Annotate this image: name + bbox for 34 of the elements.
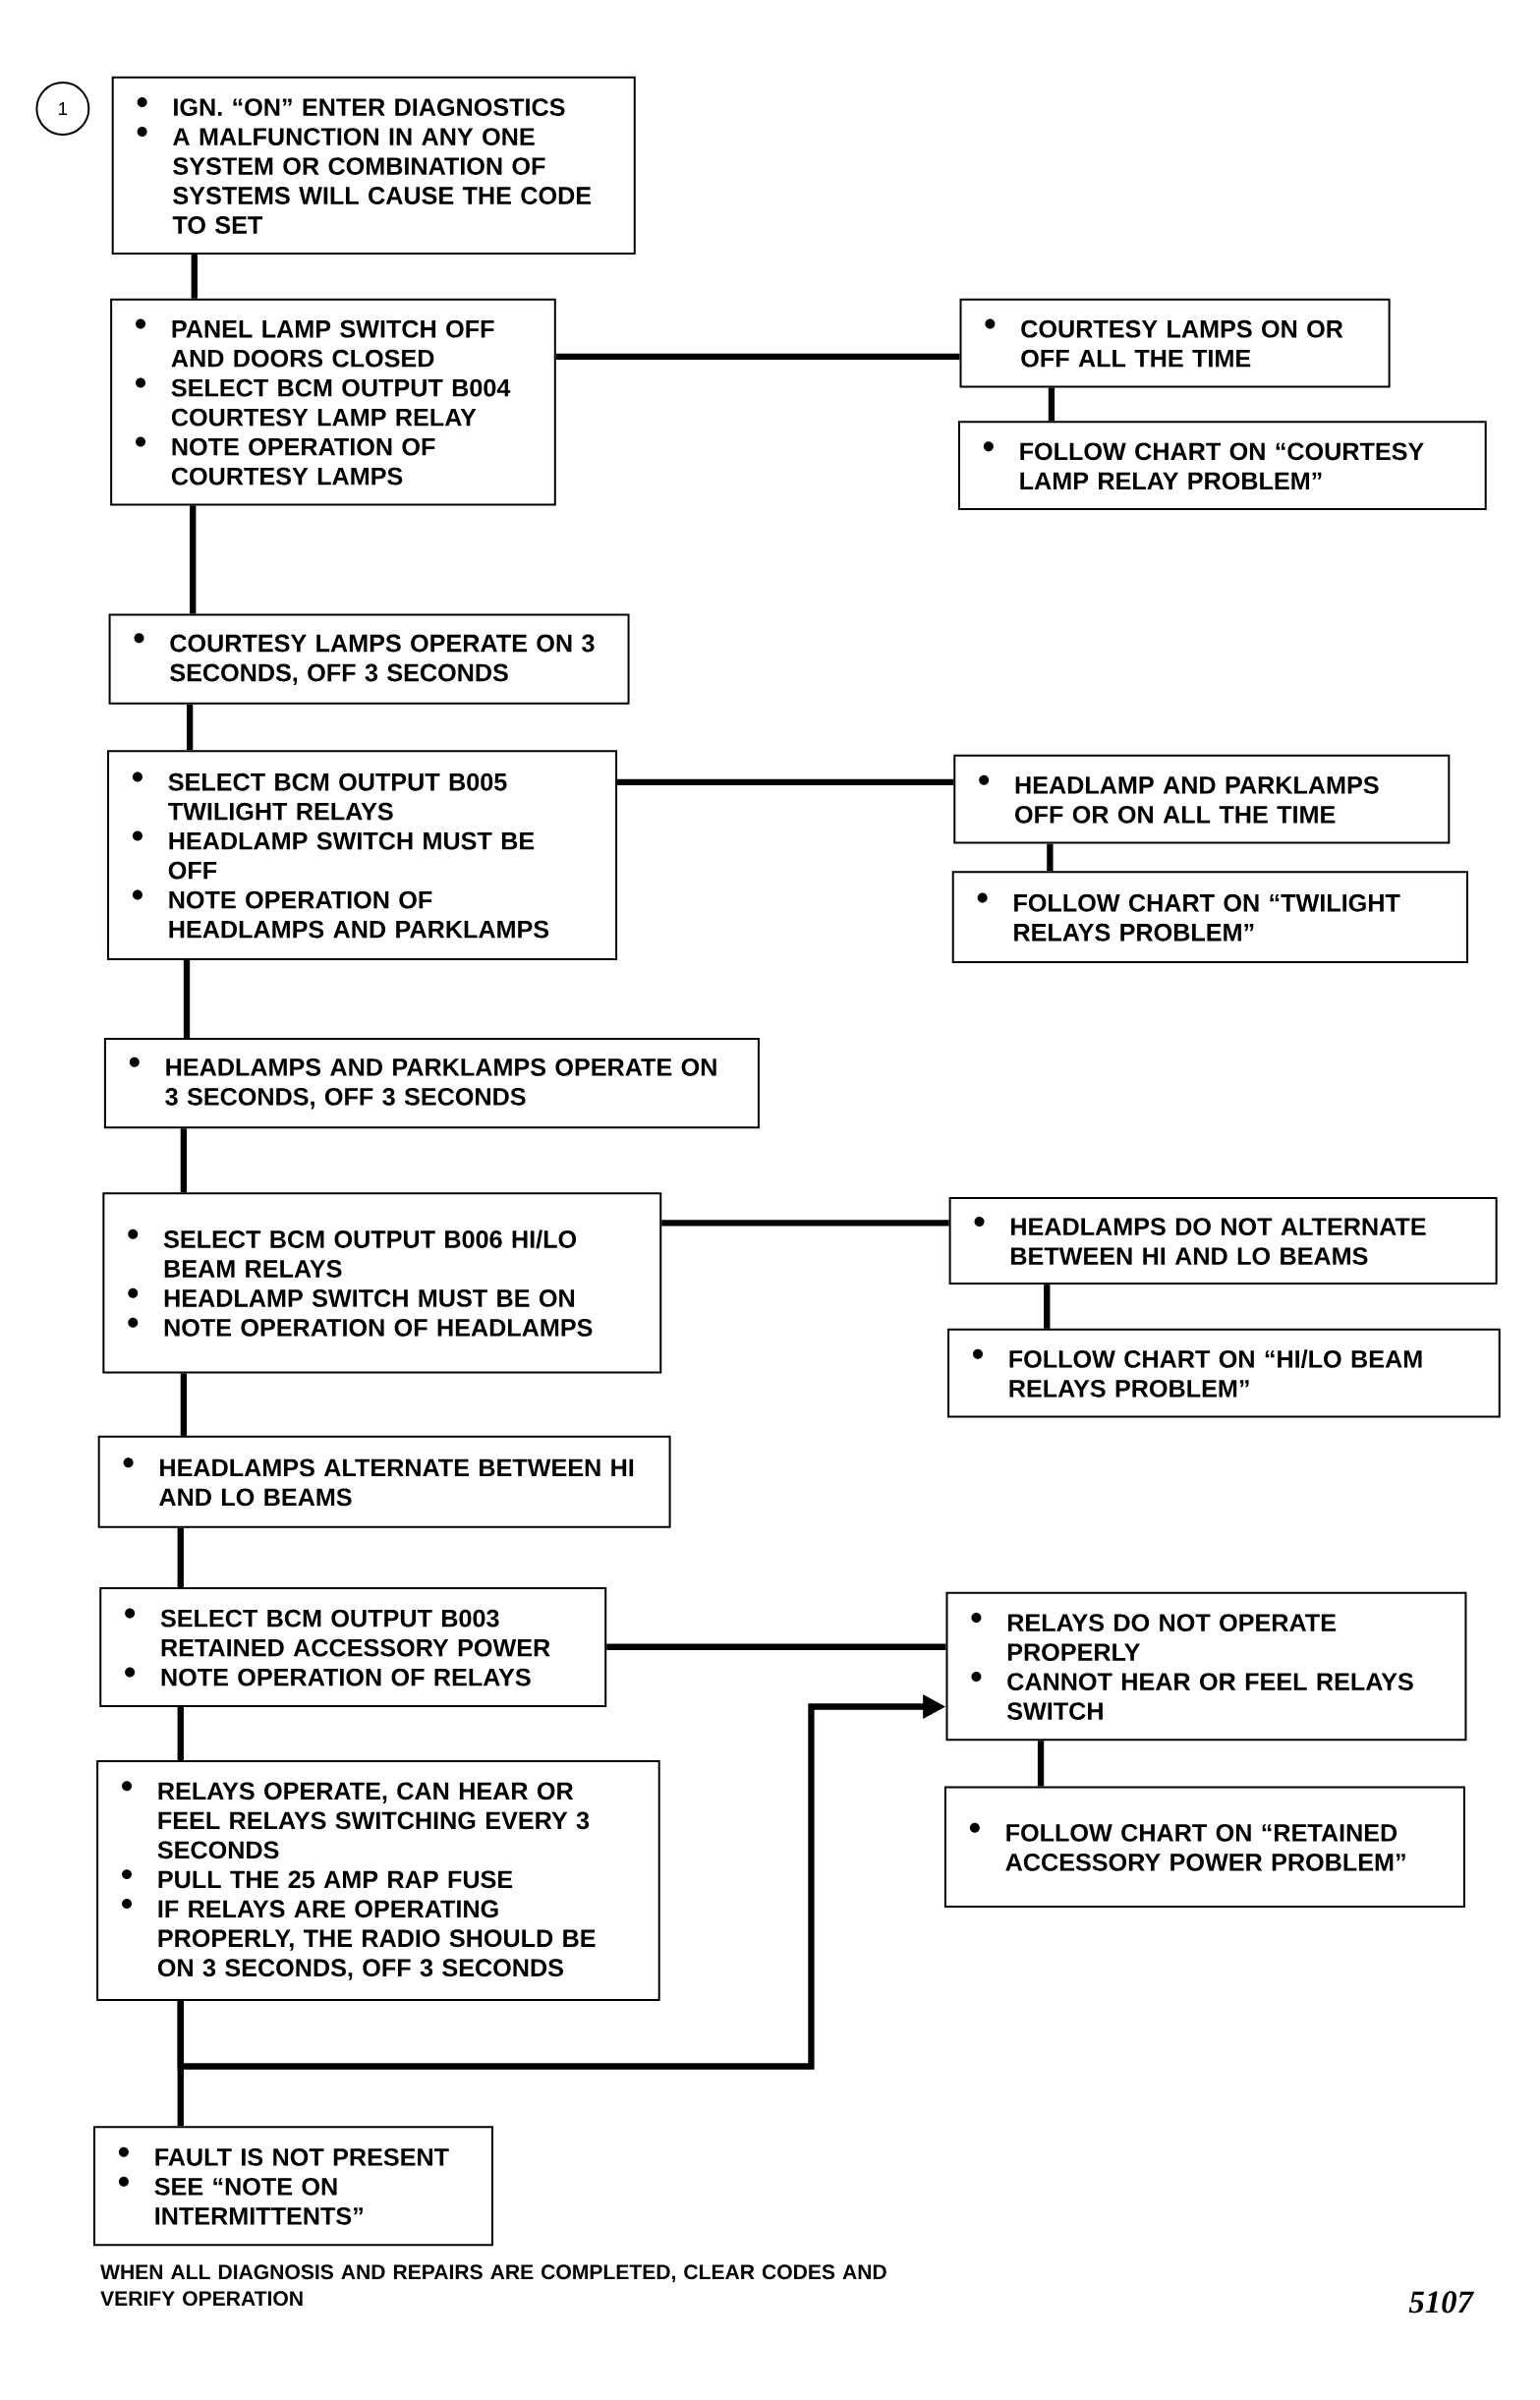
- step-box: FOLLOW CHART ON “COURTESY LAMP RELAY PROBLEM”: [958, 421, 1487, 511]
- step-box: IGN. “ON” ENTER DIAGNOSTICS A MALFUNCTION IN ANY ONE SYSTEM OR COMBINATION OF SYSTEMS WILL CAUSE THE CODE TO SET: [111, 76, 636, 255]
- connector-line: [177, 2000, 185, 2127]
- connector-line: [1047, 843, 1054, 872]
- step-box: FOLLOW CHART ON “HI/LO BEAM RELAYS PROBLEM”: [947, 1328, 1501, 1418]
- step-box: HEADLAMP AND PARKLAMPS OFF OR ON ALL THE TIME: [953, 754, 1451, 844]
- connector-line: [177, 1527, 185, 1588]
- connector-line: [606, 1643, 946, 1650]
- step-box: FAULT IS NOT PRESENT SEE “NOTE ON INTERMITTENTS”: [93, 2126, 494, 2247]
- step-box: PANEL LAMP SWITCH OFF AND DOORS CLOSED SELECT BCM OUTPUT B004 COURTESY LAMP RELAY NOTE OPERATION OF COURTESY LAMPS: [110, 298, 556, 506]
- step-box: FOLLOW CHART ON “RETAINED ACCESSORY POWER PROBLEM”: [944, 1786, 1465, 1908]
- step-box: SELECT BCM OUTPUT B003 RETAINED ACCESSORY POWER NOTE OPERATION OF RELAYS: [99, 1587, 607, 1707]
- connector-line: [661, 1220, 949, 1227]
- step-box: SELECT BCM OUTPUT B005 TWILIGHT RELAYS HEADLAMP SWITCH MUST BE OFF NOTE OPERATION OF HEADLAMPS AND PARKLAMPS: [107, 750, 618, 960]
- connector-line: [191, 254, 199, 299]
- connector-line: [187, 704, 194, 751]
- step-box: HEADLAMPS AND PARKLAMPS OPERATE ON 3 SECONDS, OFF 3 SECONDS: [104, 1037, 761, 1129]
- step-box: HEADLAMPS DO NOT ALTERNATE BETWEEN HI AND LO BEAMS: [948, 1196, 1498, 1286]
- step-box: COURTESY LAMPS OPERATE ON 3 SECONDS, OFF 3 SECONDS: [108, 613, 630, 705]
- connector-line: [1048, 387, 1055, 422]
- step-box: HEADLAMPS ALTERNATE BETWEEN HI AND LO BEAMS: [97, 1435, 671, 1528]
- connector-line: [190, 505, 197, 614]
- connector-line: [555, 353, 960, 361]
- connector-line: [177, 1706, 185, 1761]
- step-box: RELAYS OPERATE, CAN HEAR OR FEEL RELAYS SWITCHING EVERY 3 SECONDS PULL THE 25 AMP RAP FUSE IF RELAYS ARE OPERATING PROPERLY, THE RADIO SHOULD BE ON 3 SECONDS, OFF 3 SECONDS: [96, 1760, 660, 2001]
- connector-line: [180, 1128, 188, 1193]
- step-box: COURTESY LAMPS ON OR OFF ALL THE TIME: [959, 298, 1391, 388]
- step-box: SELECT BCM OUTPUT B006 HI/LO BEAM RELAYS HEADLAMP SWITCH MUST BE ON NOTE OPERATION OF HEADLAMPS: [102, 1192, 662, 1374]
- step-box: RELAYS DO NOT OPERATE PROPERLY CANNOT HEAR OR FEEL RELAYS SWITCH: [945, 1591, 1467, 1742]
- footnote: WHEN ALL DIAGNOSIS AND REPAIRS ARE COMPLETED, CLEAR CODES AND VERIFY OPERATION: [100, 2264, 886, 2307]
- step-box: FOLLOW CHART ON “TWILIGHT RELAYS PROBLEM”: [951, 871, 1469, 964]
- connector-line: [1038, 1741, 1045, 1787]
- connector-line: [617, 778, 954, 785]
- figure-number: 5107: [1408, 2291, 1475, 2314]
